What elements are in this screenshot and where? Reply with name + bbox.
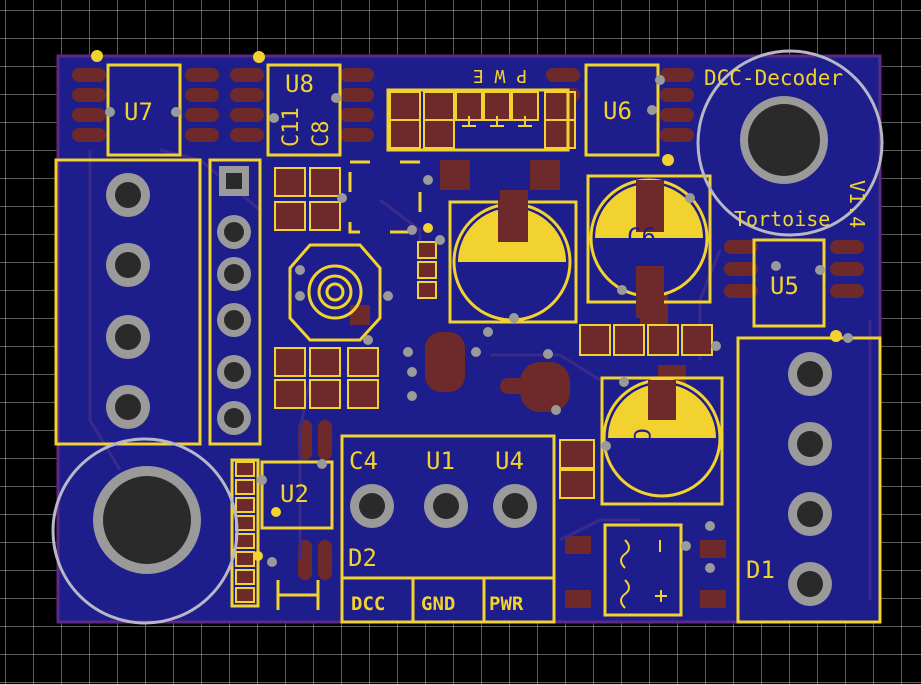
label-c6: C6 xyxy=(627,223,656,251)
cap-c3 xyxy=(448,200,578,324)
cap-c1 xyxy=(600,376,724,506)
board-title: DCC-Decoder xyxy=(704,66,843,90)
terminal-dcc: DCC xyxy=(351,593,385,615)
cap-c6 xyxy=(586,174,712,318)
label-u4: U4 xyxy=(495,447,524,475)
terminal-block-outline xyxy=(340,434,556,624)
label-u8: U8 xyxy=(285,70,314,98)
top-pads xyxy=(235,91,713,603)
pwe-jumper-block: P W E xyxy=(386,65,570,152)
label-d1: D1 xyxy=(746,556,775,584)
terminal-gnd: GND xyxy=(421,593,455,615)
board-version: V1.4 xyxy=(845,180,869,228)
through-hole-pads xyxy=(106,166,832,606)
label-c2: C2 xyxy=(628,428,653,455)
label-u6: U6 xyxy=(603,97,632,125)
u8-outline xyxy=(266,63,342,157)
label-u7: U7 xyxy=(124,98,153,126)
left-connector-outline xyxy=(54,158,202,446)
rectifier-outline xyxy=(603,523,683,617)
vias xyxy=(105,75,853,573)
label-c8: C8 xyxy=(309,121,334,148)
pin-header-outline xyxy=(208,158,262,446)
bottom-traces xyxy=(88,148,872,600)
terminal-pwr: PWR xyxy=(489,593,524,615)
label-u5: U5 xyxy=(770,272,799,300)
silkscreen-text: U7 U8 C11 C8 U6 DCC-Decoder Tortoise V1.… xyxy=(124,66,869,615)
button-outline xyxy=(288,243,382,342)
label-d2: D2 xyxy=(348,544,377,572)
mounting-holes xyxy=(51,49,884,625)
u2-outline xyxy=(260,460,334,530)
rectifier-symbols xyxy=(620,539,667,609)
u5-outline xyxy=(752,238,826,328)
pwe-label: P W E xyxy=(473,65,527,86)
jumper-symbol xyxy=(276,580,320,610)
board-subtitle: Tortoise xyxy=(734,207,830,231)
label-c4: C4 xyxy=(349,447,378,475)
label-c3: C3 xyxy=(492,260,521,288)
d1-connector-outline xyxy=(736,336,882,624)
label-c11: C11 xyxy=(279,107,304,147)
label-u1: U1 xyxy=(426,447,455,475)
ic-outline xyxy=(348,160,422,234)
label-c1: C1 xyxy=(650,438,679,466)
u6-outline xyxy=(584,63,660,157)
pin1-markers xyxy=(91,50,842,561)
label-u2: U2 xyxy=(280,480,309,508)
